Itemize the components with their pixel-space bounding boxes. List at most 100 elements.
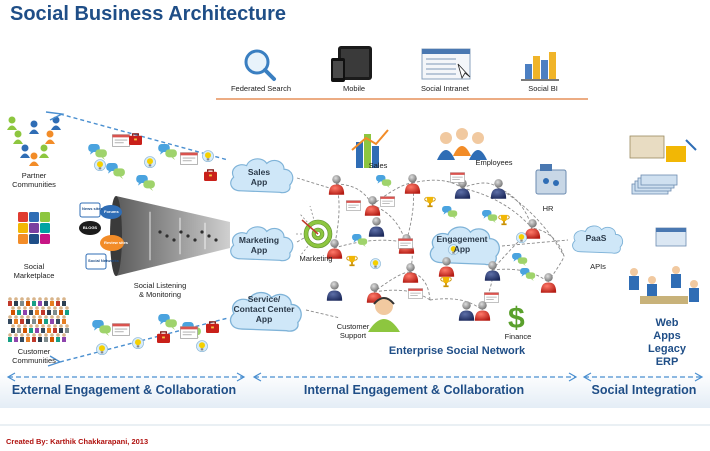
hr-label: HR — [542, 204, 554, 213]
mobile-devices-icon — [331, 46, 372, 82]
employees-label: Employees — [475, 158, 513, 167]
crowd-head — [20, 315, 24, 319]
crowd-body — [8, 319, 12, 324]
tablet-screen — [341, 49, 369, 77]
crowd-head — [59, 306, 63, 310]
funnel-dot — [207, 234, 211, 238]
cube-tile — [40, 223, 50, 233]
cube-tile — [29, 223, 39, 233]
cube-tile — [18, 234, 28, 244]
page-title: Social Business Architecture — [10, 3, 287, 25]
worker-body — [647, 284, 657, 298]
crowd-head — [8, 315, 12, 319]
person-blue-icon — [326, 281, 343, 301]
section-arrow-right — [694, 372, 704, 382]
section-internal: Internal Engagement & Collaboration — [303, 383, 525, 397]
mesh-link — [461, 182, 499, 189]
partner-body — [7, 125, 17, 130]
document-icon — [180, 152, 198, 165]
customer-communities-crowd — [8, 297, 69, 342]
crowd-body — [26, 337, 30, 342]
crowd-body — [8, 337, 12, 342]
social-marketplace-label: Social Marketplace — [13, 262, 55, 280]
sales-app-label: Sales App — [247, 167, 271, 187]
crowd-head — [65, 306, 69, 310]
crowd-body — [35, 310, 39, 315]
bi-base — [521, 79, 559, 81]
person-red-icon — [328, 175, 345, 195]
crowd-head — [20, 297, 24, 301]
support-head — [375, 297, 393, 315]
crowd-body — [20, 337, 24, 342]
funnel-dot — [172, 238, 176, 242]
social-intranet-icon — [421, 48, 471, 80]
crowd-body — [38, 301, 42, 306]
mobile-label: Mobile — [342, 84, 366, 93]
support-body — [368, 319, 400, 332]
crowd-body — [20, 301, 24, 306]
engagement-app-label: Engagement App — [436, 234, 488, 254]
employee-head — [456, 128, 468, 140]
partner-body — [29, 129, 39, 134]
crowd-body — [23, 328, 27, 333]
document-icon — [180, 326, 198, 339]
partner-communities-label: Partner Communities — [12, 171, 56, 189]
crowd-head — [62, 333, 66, 337]
bi-bar — [525, 64, 532, 80]
crowd-head — [53, 306, 57, 310]
mesh-link — [531, 227, 565, 257]
crowd-head — [50, 315, 54, 319]
crowd-head — [41, 324, 45, 328]
social-intranet-label: Social Intranet — [421, 84, 469, 93]
crowd-head — [26, 297, 30, 301]
crowd-body — [38, 319, 42, 324]
crowd-head — [8, 333, 12, 337]
crowd-head — [29, 306, 33, 310]
crowd-body — [38, 337, 42, 342]
crowd-body — [32, 319, 36, 324]
section-bar — [0, 372, 710, 408]
person-blue-icon — [368, 217, 385, 237]
crowd-head — [44, 315, 48, 319]
document-icon — [484, 292, 499, 303]
magnifier-handle — [263, 68, 276, 81]
funnel-dot — [165, 234, 169, 238]
crowd-body — [32, 337, 36, 342]
blogs-bubble — [79, 221, 101, 235]
support-headset — [373, 297, 395, 305]
crowd-head — [8, 297, 12, 301]
crowd-body — [11, 328, 15, 333]
funnel-blogs: BLOGS — [82, 225, 98, 230]
service-app-label: Service/ Contact Center App — [233, 294, 295, 324]
crowd-head — [32, 333, 36, 337]
crowd-body — [14, 301, 18, 306]
partner-head — [8, 116, 16, 124]
funnel-dot — [200, 230, 204, 234]
employee-body — [453, 146, 471, 156]
partner-head — [21, 144, 29, 152]
crowd-body — [41, 328, 45, 333]
person-red-icon — [364, 196, 381, 216]
browser-line — [426, 63, 456, 65]
news-sites-box — [79, 202, 101, 218]
footer-credit: Created By: Karthik Chakkarapani, 2013 — [6, 437, 149, 446]
marketing-label: Marketing — [299, 254, 333, 263]
mesh-link — [461, 187, 533, 229]
bi-bar — [549, 52, 556, 80]
crowd-body — [35, 328, 39, 333]
worker-head — [690, 280, 698, 288]
funnel-dot — [214, 238, 218, 242]
partner-head — [46, 130, 54, 138]
chat-bubbles-icon — [442, 206, 458, 219]
chat-bubbles-icon — [158, 314, 177, 330]
mesh-link — [409, 271, 431, 301]
crowd-head — [29, 324, 33, 328]
section-arrow-left — [6, 372, 16, 382]
crowd-head — [56, 333, 60, 337]
legacy-doc-1 — [629, 135, 665, 159]
document-icon — [408, 288, 423, 299]
sales-bar — [356, 142, 363, 168]
crowd-body — [62, 337, 66, 342]
mesh-link — [547, 255, 565, 283]
hr-folder — [535, 169, 567, 195]
